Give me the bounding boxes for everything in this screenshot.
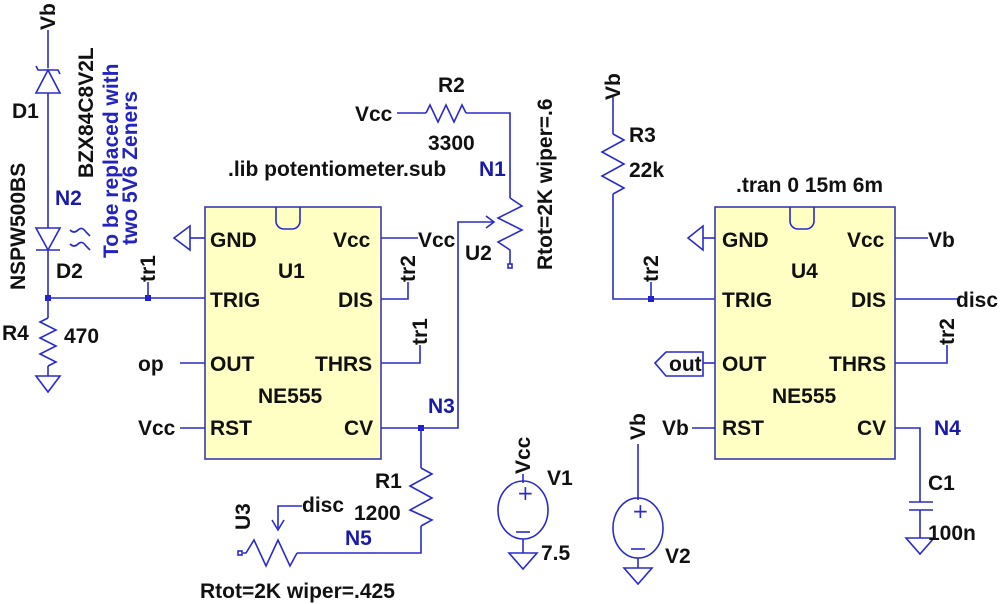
ground-symbol-u1 bbox=[172, 224, 191, 252]
u3-params: Rtot=2K wiper=.425 bbox=[200, 580, 395, 603]
net-label-out: out bbox=[669, 353, 702, 376]
u2-params: Rtot=2K wiper=.6 bbox=[534, 98, 557, 270]
u1-model: NE555 bbox=[258, 385, 323, 408]
v1-value: 7.5 bbox=[541, 542, 571, 565]
net-label-vcc-rst-u1: Vcc bbox=[138, 417, 176, 440]
net-label-vb-v2: Vb bbox=[627, 413, 650, 440]
ic-u4-ne555[interactable]: GND Vcc U4 TRIG DIS OUT THRS NE555 RST C… bbox=[714, 206, 896, 460]
u4-pin-rst: RST bbox=[722, 417, 764, 440]
u4-pin-trig: TRIG bbox=[722, 289, 772, 312]
net-label-vb-top: Vb bbox=[37, 3, 60, 30]
tran-directive[interactable]: .tran 0 15m 6m bbox=[736, 174, 883, 197]
u1-pin-dis: DIS bbox=[338, 289, 373, 312]
net-label-vb-rst: Vb bbox=[662, 417, 689, 440]
d2-model: NSPW500BS bbox=[7, 163, 30, 290]
net-label-tr2-u4: tr2 bbox=[640, 255, 663, 282]
v2-ref: V2 bbox=[665, 545, 691, 568]
lib-directive[interactable]: .lib potentiometer.sub bbox=[228, 158, 446, 181]
d2-ref: D2 bbox=[56, 260, 83, 283]
net-label-n3: N3 bbox=[428, 395, 455, 418]
led-d2[interactable] bbox=[34, 227, 91, 252]
u4-pin-dis: DIS bbox=[851, 289, 886, 312]
d1-model: BZX84C8V2L bbox=[75, 47, 98, 178]
u2-ref: U2 bbox=[465, 242, 492, 265]
net-label-vb-u4: Vb bbox=[928, 229, 955, 252]
net-label-vcc-r2: Vcc bbox=[355, 103, 393, 126]
c1-ref: C1 bbox=[928, 472, 955, 495]
u1-pin-rst: RST bbox=[210, 417, 252, 440]
r1-value: 1200 bbox=[354, 502, 401, 525]
net-label-vcc-v1: Vcc bbox=[512, 436, 535, 474]
u4-pin-gnd: GND bbox=[722, 229, 769, 252]
u1-ref: U1 bbox=[278, 260, 305, 283]
u1-pin-cv: CV bbox=[344, 417, 373, 440]
ic-u1-ne555[interactable]: GND Vcc U1 TRIG DIS OUT THRS NE555 RST C… bbox=[204, 206, 382, 460]
u1-pin-out: OUT bbox=[210, 353, 255, 376]
net-label-n4: N4 bbox=[934, 417, 961, 440]
net-label-op: op bbox=[138, 353, 164, 376]
ground-symbol-u4 bbox=[686, 224, 704, 252]
comment-line-2: two 5V6 Zeners bbox=[119, 91, 142, 245]
r2-ref: R2 bbox=[438, 74, 465, 97]
c1-value: 100n bbox=[928, 522, 976, 545]
u3-ref: U3 bbox=[232, 503, 255, 530]
voltage-source-v1[interactable]: Vcc + V1 7.5 bbox=[497, 436, 573, 571]
potentiometer-u2[interactable]: U2 Rtot=2K wiper=.6 bbox=[465, 98, 557, 270]
u1-pin-trig: TRIG bbox=[210, 289, 260, 312]
net-label-n5: N5 bbox=[345, 527, 372, 550]
d1-ref: D1 bbox=[12, 100, 39, 123]
u4-ref: U4 bbox=[791, 260, 818, 283]
u4-model: NE555 bbox=[772, 385, 837, 408]
net-label-tr1-u1: tr1 bbox=[409, 318, 432, 345]
d1-zener-string: Vb D1 BZX84C8V2L N2 D2 NSPW500BS To be r… bbox=[7, 3, 142, 301]
capacitor-c1[interactable]: C1 100n bbox=[904, 472, 976, 556]
r3-value: 22k bbox=[629, 159, 664, 182]
zener-diode-d1[interactable] bbox=[34, 65, 62, 94]
u4-pin-vcc: Vcc bbox=[847, 229, 885, 252]
resistor-r4[interactable]: R4 470 bbox=[2, 298, 99, 394]
r3-ref: R3 bbox=[629, 124, 656, 147]
r4-ref: R4 bbox=[2, 322, 29, 345]
net-label-n1: N1 bbox=[479, 158, 506, 181]
u4-pin-cv: CV bbox=[857, 417, 886, 440]
net-label-tr2-thrs: tr2 bbox=[936, 318, 959, 345]
v1-ref: V1 bbox=[547, 467, 573, 490]
u4-pin-thrs: THRS bbox=[829, 353, 886, 376]
net-label-vcc-u1: Vcc bbox=[418, 229, 456, 252]
resistor-r1[interactable]: R1 1200 bbox=[297, 428, 434, 554]
plus-sign-v2: + bbox=[632, 499, 649, 523]
u4-pin-out: OUT bbox=[722, 353, 767, 376]
u1-pin-vcc: Vcc bbox=[333, 229, 371, 252]
r2-value: 3300 bbox=[428, 132, 475, 155]
u1-pin-gnd: GND bbox=[210, 229, 257, 252]
plus-sign: + bbox=[517, 481, 534, 505]
u1-pin-thrs: THRS bbox=[315, 353, 372, 376]
voltage-source-v2[interactable]: Vb + V2 bbox=[612, 413, 691, 586]
r4-value: 470 bbox=[64, 325, 99, 348]
potentiometer-u3[interactable]: disc U3 Rtot=2K wiper=.425 bbox=[200, 494, 395, 603]
net-label-tr2-u1: tr2 bbox=[397, 255, 420, 282]
net-label-disc-u4: disc bbox=[956, 289, 998, 312]
net-label-vb-r3: Vb bbox=[602, 73, 625, 100]
resistor-r3[interactable]: Vb R3 22k bbox=[600, 73, 715, 300]
resistor-r2[interactable]: Vcc R2 3300 bbox=[355, 74, 511, 198]
net-label-n2: N2 bbox=[55, 187, 82, 210]
net-label-disc-u3: disc bbox=[302, 494, 344, 517]
net-label-tr1-a: tr1 bbox=[137, 255, 160, 282]
r1-ref: R1 bbox=[375, 470, 402, 493]
output-port-out[interactable] bbox=[653, 351, 704, 377]
comment-line-1: To be replaced with bbox=[100, 64, 123, 258]
